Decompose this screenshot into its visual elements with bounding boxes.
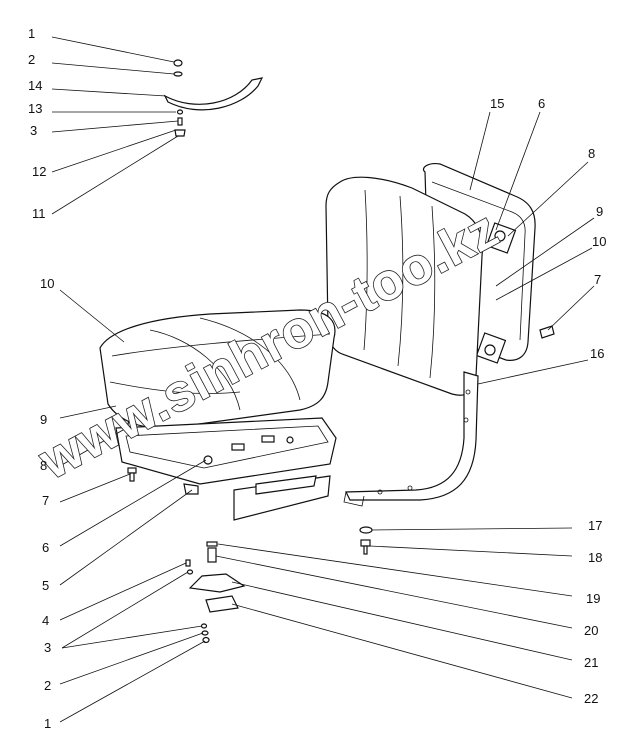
label-10-right: 10 [592,234,606,249]
label-15: 15 [490,96,504,111]
callout-labels: 1 2 14 13 3 12 11 15 6 8 9 10 7 16 10 9 … [28,26,606,731]
label-2-top: 2 [28,52,35,67]
label-7-left: 7 [42,493,49,508]
label-18: 18 [588,550,602,565]
strap-part [163,77,264,111]
nut-part [173,59,183,67]
bottom-hardware-group [185,541,246,644]
label-16: 16 [590,346,604,361]
label-10-left: 10 [40,276,54,291]
leader-lines [51,36,595,723]
label-9-right: 9 [596,204,603,219]
bushing-part [174,129,186,137]
label-8-left: 8 [40,458,47,473]
label-8-right: 8 [588,146,595,161]
small-washer-part [176,109,184,115]
label-3-bottom: 3 [44,640,51,655]
label-6-top: 6 [538,96,545,111]
label-11: 11 [32,206,46,221]
support-bracket [343,371,479,507]
label-19: 19 [586,591,600,606]
label-17: 17 [588,518,602,533]
right-hardware-group [359,325,555,555]
washer-part [173,71,183,77]
seat-cushion [99,309,336,429]
label-2-bottom: 2 [44,678,51,693]
seat-base [115,417,337,521]
pin-part [177,117,183,126]
label-14: 14 [28,78,42,93]
label-6-left: 6 [42,540,49,555]
label-4: 4 [42,613,49,628]
label-9-left: 9 [40,412,47,427]
label-1-bottom: 1 [44,716,51,731]
label-22: 22 [584,691,598,706]
label-12: 12 [32,164,46,179]
label-5: 5 [42,578,49,593]
label-20: 20 [584,623,598,638]
label-3-top: 3 [30,123,37,138]
top-hardware-group [163,59,264,137]
label-13: 13 [28,101,42,116]
label-7-right: 7 [594,272,601,287]
label-21: 21 [584,655,598,670]
left-bolt [127,467,137,482]
label-1-top: 1 [28,26,35,41]
